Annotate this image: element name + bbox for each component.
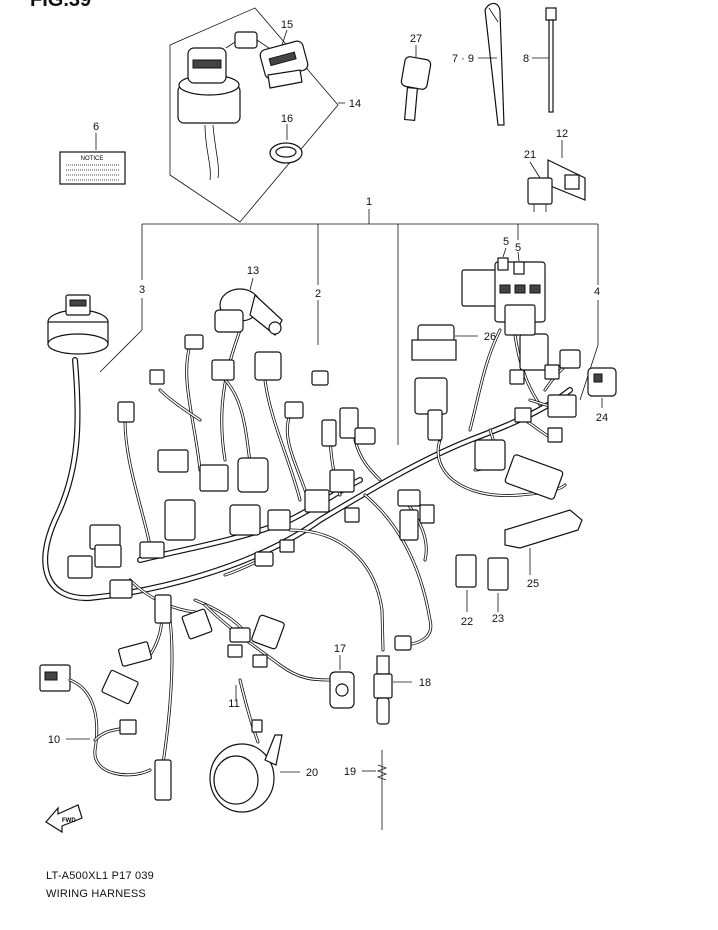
callout-20: 20 — [306, 767, 318, 779]
callout-26: 26 — [484, 331, 496, 343]
spare-key-icon — [400, 56, 432, 122]
callout-22: 22 — [461, 616, 473, 628]
callout-16: 16 — [281, 113, 293, 125]
callout-7-9: 7 · 9 — [452, 53, 474, 65]
callout-15: 15 — [281, 19, 293, 31]
callout-1: 1 — [366, 196, 372, 208]
oxygen-sensor-18-icon — [373, 655, 393, 725]
callout-21: 21 — [524, 149, 536, 161]
callout-5b: 5 — [515, 242, 521, 254]
callout-11: 11 — [228, 698, 239, 710]
callout-25: 25 — [527, 578, 539, 590]
callout-14: 14 — [349, 98, 361, 110]
part-2-connector-icon — [311, 370, 329, 386]
bracket-25-icon — [504, 509, 583, 549]
cable-tie-8-icon — [545, 7, 557, 113]
clamp-7-9-icon — [484, 2, 505, 126]
callout-13: 13 — [247, 265, 259, 277]
model-code: LT-A500XL1 P17 039 — [46, 870, 154, 882]
callout-10: 10 — [48, 734, 60, 746]
diagram-title: WIRING HARNESS — [46, 888, 146, 900]
grommet-connector-icon — [47, 294, 109, 355]
key-cap-icon — [259, 40, 309, 89]
callout-23: 23 — [492, 613, 504, 625]
relay-bracket-icon — [547, 159, 586, 201]
lead-wire-10-icon — [39, 664, 152, 777]
harness-connectors — [67, 333, 581, 801]
coupler-23-icon — [487, 557, 509, 591]
relay-21-icon — [527, 177, 553, 212]
ignition-switch-kit-box — [169, 7, 345, 223]
fuse-box-icon — [461, 261, 546, 336]
callout-8: 8 — [523, 53, 529, 65]
notice-label-text: NOTICE — [81, 156, 104, 162]
notice-label-icon: NOTICE — [59, 151, 126, 185]
fwd-label: FWD — [62, 818, 76, 824]
callout-12: 12 — [556, 128, 568, 140]
ignition-switch-icon — [177, 31, 251, 181]
fwd-arrow-icon: FWD — [45, 804, 83, 834]
spring-19-icon — [376, 750, 388, 830]
figure-number: FIG.39 — [30, 0, 91, 11]
callout-24: 24 — [596, 412, 608, 424]
relay-26-icon — [411, 324, 457, 361]
part-1-leader-lines — [99, 209, 599, 445]
callout-27: 27 — [410, 33, 422, 45]
connector-24-icon — [587, 367, 617, 397]
callout-5a: 5 — [503, 236, 509, 248]
coupler-22-icon — [455, 554, 477, 588]
switch-13-icon — [214, 288, 283, 336]
sensor-17-icon — [329, 671, 355, 709]
callout-2: 2 — [315, 288, 321, 300]
callout-17: 17 — [334, 643, 346, 655]
horn-20-icon — [209, 678, 283, 813]
callout-18: 18 — [419, 677, 431, 689]
lock-nut-icon — [269, 142, 303, 164]
callout-6: 6 — [93, 121, 99, 133]
callout-3: 3 — [139, 284, 145, 296]
fuse-5-icon — [497, 257, 525, 275]
callout-19: 19 — [344, 766, 356, 778]
callout-4: 4 — [594, 286, 600, 298]
